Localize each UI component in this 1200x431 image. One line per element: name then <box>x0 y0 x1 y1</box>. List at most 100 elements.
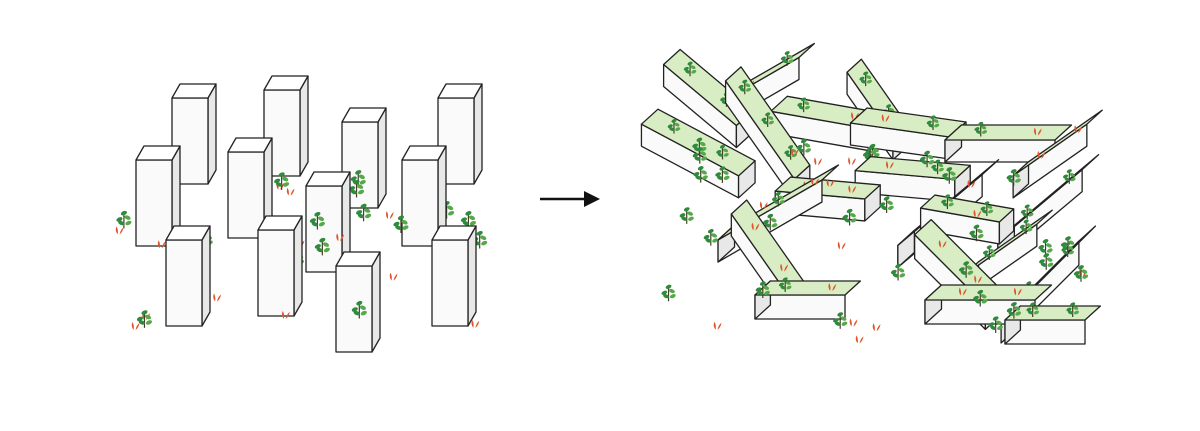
tower-building <box>257 215 303 317</box>
tree-icon <box>1026 302 1039 317</box>
red-shrub-icon <box>872 323 881 332</box>
green-roof-block <box>924 284 1053 325</box>
tree-icon <box>778 277 792 292</box>
tree-icon <box>1073 265 1089 282</box>
tree-icon <box>982 245 996 260</box>
tree-icon <box>703 229 718 246</box>
red-shrub-icon <box>855 335 864 344</box>
red-shrub-icon <box>1074 125 1083 134</box>
tree-icon <box>351 300 367 319</box>
tree-icon <box>136 310 153 328</box>
red-shrub-icon <box>1013 287 1022 296</box>
tree-icon <box>974 121 988 137</box>
tree-icon <box>755 281 770 298</box>
red-shrub-icon <box>881 114 890 123</box>
tree-icon <box>460 211 476 229</box>
tree-icon <box>980 201 994 216</box>
red-shrub-icon <box>751 222 760 231</box>
red-shrub-icon <box>385 211 394 220</box>
tree-icon <box>761 112 774 127</box>
tree-icon <box>1066 302 1079 317</box>
red-shrub-icon <box>1033 127 1042 136</box>
red-shrub-icon <box>389 272 398 281</box>
tree-icon <box>738 79 752 95</box>
tree-icon <box>692 147 707 164</box>
tower-building <box>401 145 447 247</box>
tree-icon <box>661 284 676 302</box>
tree-icon <box>679 207 694 224</box>
tree-icon <box>314 237 330 256</box>
tree-icon <box>973 289 988 307</box>
red-shrub-icon <box>790 147 799 156</box>
green-roof-block <box>1012 109 1103 199</box>
red-shrub-icon <box>848 157 856 166</box>
tower-building <box>335 251 381 353</box>
red-shrub-icon <box>759 201 768 210</box>
tree-icon <box>919 150 935 168</box>
red-shrub-icon <box>282 310 290 319</box>
tree-icon <box>683 61 697 77</box>
tree-icon <box>1039 253 1054 270</box>
red-shrub-icon <box>157 240 166 249</box>
tower-building <box>165 225 211 327</box>
red-shrub-icon <box>828 283 837 291</box>
tree-icon <box>356 203 372 222</box>
tree-icon <box>833 312 848 329</box>
red-shrub-icon <box>131 321 140 330</box>
red-shrub-icon <box>811 177 819 186</box>
tree-icon <box>1006 169 1021 186</box>
transformation-arrow <box>540 191 600 207</box>
tree-icon <box>780 51 794 66</box>
tree-icon <box>1063 169 1076 184</box>
red-shrub-icon <box>780 263 789 272</box>
tree-icon <box>309 211 325 230</box>
tree-icon <box>763 213 778 231</box>
tree-icon <box>969 224 984 242</box>
red-shrub-icon <box>974 275 982 284</box>
red-shrub-icon <box>849 318 858 327</box>
tree-icon <box>842 208 857 226</box>
red-shrub-icon <box>286 187 295 196</box>
tree-icon <box>890 263 906 281</box>
tree-icon <box>958 261 974 278</box>
tower-building <box>431 225 477 327</box>
tree-icon <box>667 118 681 134</box>
red-shrub-icon <box>826 178 835 187</box>
red-shrub-icon <box>814 157 822 166</box>
tree-icon <box>715 166 730 183</box>
tree-icon <box>1019 219 1033 235</box>
tree-icon <box>1061 242 1074 258</box>
red-shrub-icon <box>848 184 857 193</box>
tree-icon <box>274 172 290 190</box>
after-panel-green-blocks <box>640 42 1103 345</box>
tree-icon <box>1038 239 1053 256</box>
tree-icon <box>716 144 729 160</box>
tree-icon <box>348 179 365 198</box>
tower-building <box>263 75 309 177</box>
tree-icon <box>1006 302 1022 319</box>
red-shrub-icon <box>115 226 124 235</box>
before-panel-towers <box>115 75 488 353</box>
arrow-right-icon <box>584 191 600 207</box>
tree-icon <box>931 159 944 175</box>
tree-icon <box>1020 204 1034 220</box>
tree-icon <box>797 97 810 113</box>
red-shrub-icon <box>336 233 345 242</box>
tree-icon <box>942 167 957 184</box>
tree-icon <box>879 196 894 213</box>
tree-icon <box>796 138 811 156</box>
red-shrub-icon <box>967 179 976 188</box>
red-shrub-icon <box>213 293 222 302</box>
tree-icon <box>941 194 954 210</box>
red-shrub-icon <box>471 319 480 328</box>
red-shrub-icon <box>958 287 967 296</box>
red-shrub-icon <box>885 160 894 169</box>
tree-icon <box>771 191 785 207</box>
tree-icon <box>859 71 872 87</box>
red-shrub-icon <box>973 209 982 218</box>
tree-icon <box>393 215 409 234</box>
tower-building <box>341 107 387 209</box>
red-shrub-icon <box>938 239 947 248</box>
